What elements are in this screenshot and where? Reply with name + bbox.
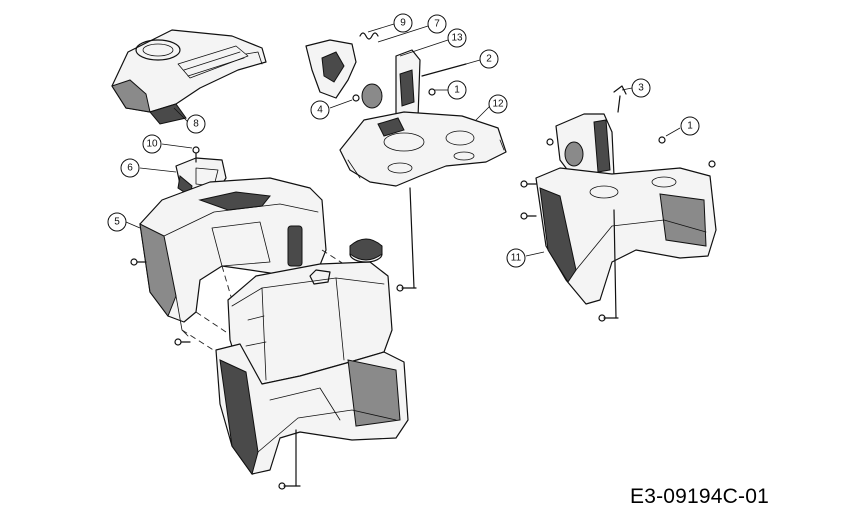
callout-label: 8 <box>193 119 199 130</box>
callout-4: 4 <box>310 100 330 120</box>
drawing-code: E3-09194C-01 <box>630 485 769 508</box>
callout-label: 10 <box>146 139 158 150</box>
callout-label: 1 <box>454 85 460 96</box>
callout-label: 11 <box>511 253 522 264</box>
callout-label: 13 <box>451 33 463 44</box>
callout-9: 9 <box>393 13 413 33</box>
part-upper-mechanism <box>305 32 467 127</box>
callout-8: 8 <box>186 114 206 134</box>
callout-label: 4 <box>317 105 323 116</box>
callout-3: 3 <box>631 78 651 98</box>
callout-label: 6 <box>127 163 133 174</box>
part-lower-base <box>215 343 409 490</box>
part-right-assembly <box>520 85 717 322</box>
callout-11: 11 <box>506 248 526 268</box>
callout-7: 7 <box>427 14 447 34</box>
part-fuel-tank <box>227 238 393 385</box>
callout-label: 12 <box>492 99 504 110</box>
callout-5: 5 <box>107 212 127 232</box>
callout-10: 10 <box>142 134 162 154</box>
callout-6: 6 <box>120 158 140 178</box>
callout-1-right: 1 <box>680 116 700 136</box>
callout-label: 9 <box>400 18 406 29</box>
callout-1-top: 1 <box>447 80 467 100</box>
callout-13: 13 <box>447 28 467 48</box>
callout-label: 5 <box>114 217 120 228</box>
callout-label: 7 <box>434 19 440 30</box>
callout-leaders <box>125 23 681 257</box>
callout-label: 2 <box>486 54 492 65</box>
callout-label: 3 <box>638 83 644 94</box>
callout-label: 1 <box>687 121 693 132</box>
callout-2: 2 <box>479 49 499 69</box>
part-frame-plate <box>339 111 507 292</box>
callout-12: 12 <box>488 94 508 114</box>
part-top-cover <box>111 29 267 125</box>
